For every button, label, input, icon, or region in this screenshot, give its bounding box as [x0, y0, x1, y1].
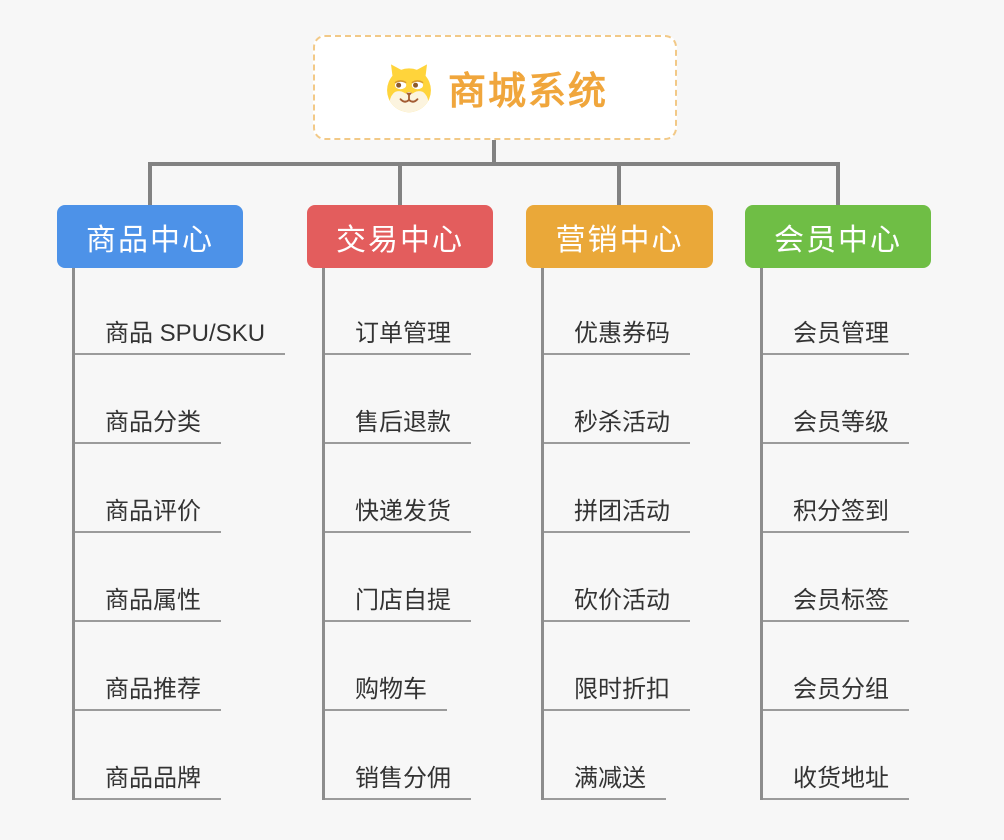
root-title: 商城系统: [447, 71, 608, 113]
column-stem-line: [322, 268, 325, 800]
topic-item[interactable]: 积分签到: [760, 491, 909, 533]
connector-root-stem: [492, 140, 496, 164]
topic-item[interactable]: 会员标签: [760, 580, 909, 622]
topic-item[interactable]: 商品属性: [72, 580, 221, 622]
topic-item[interactable]: 商品品牌: [72, 758, 221, 800]
connector-drop-product: [148, 162, 152, 207]
topic-item[interactable]: 商品分类: [72, 402, 221, 444]
branch-label: 营销中心: [555, 223, 684, 257]
topic-item[interactable]: 收货地址: [760, 758, 909, 800]
branch-column-trade: 订单管理 售后退款 快递发货 门店自提 购物车 销售分佣: [307, 268, 557, 800]
branch-node-member-center[interactable]: 会员中心: [745, 205, 931, 268]
topic-item[interactable]: 商品评价: [72, 491, 221, 533]
topic-item[interactable]: 销售分佣: [322, 758, 471, 800]
connector-drop-trade: [398, 162, 402, 207]
column-stem-line: [72, 268, 75, 800]
connector-drop-member: [836, 162, 840, 207]
topic-item[interactable]: 商品推荐: [72, 669, 221, 711]
branch-label: 商品中心: [86, 223, 214, 257]
topic-item[interactable]: 会员管理: [760, 313, 909, 355]
topic-item[interactable]: 优惠券码: [541, 313, 690, 355]
topic-item[interactable]: 满减送: [541, 758, 666, 800]
connector-horizontal: [148, 162, 840, 166]
root-node-mall-system[interactable]: 商城系统: [313, 35, 677, 140]
branch-column-product: 商品 SPU/SKU 商品分类 商品评价 商品属性 商品推荐 商品品牌: [57, 268, 307, 800]
topic-item[interactable]: 会员等级: [760, 402, 909, 444]
topic-item[interactable]: 秒杀活动: [541, 402, 690, 444]
branch-column-marketing: 优惠券码 秒杀活动 拼团活动 砍价活动 限时折扣 满减送: [526, 268, 776, 800]
branch-node-trade-center[interactable]: 交易中心: [307, 205, 493, 268]
topic-item[interactable]: 拼团活动: [541, 491, 690, 533]
connector-drop-marketing: [617, 162, 621, 207]
column-stem-line: [760, 268, 763, 800]
topic-item[interactable]: 购物车: [322, 669, 447, 711]
dog-face-icon[interactable]: [382, 61, 436, 115]
topic-item[interactable]: 快递发货: [322, 491, 471, 533]
topic-item[interactable]: 限时折扣: [541, 669, 690, 711]
branch-label: 交易中心: [336, 223, 464, 257]
topic-item[interactable]: 门店自提: [322, 580, 471, 622]
topic-item[interactable]: 订单管理: [322, 313, 471, 355]
branch-label: 会员中心: [774, 223, 902, 257]
branch-node-marketing-center[interactable]: 营销中心: [526, 205, 713, 268]
column-stem-line: [541, 268, 544, 800]
topic-item[interactable]: 砍价活动: [541, 580, 690, 622]
branch-node-product-center[interactable]: 商品中心: [57, 205, 243, 268]
topic-item[interactable]: 售后退款: [322, 402, 471, 444]
branch-column-member: 会员管理 会员等级 积分签到 会员标签 会员分组 收货地址: [745, 268, 995, 800]
topic-item[interactable]: 会员分组: [760, 669, 909, 711]
topic-item[interactable]: 商品 SPU/SKU: [72, 313, 286, 355]
